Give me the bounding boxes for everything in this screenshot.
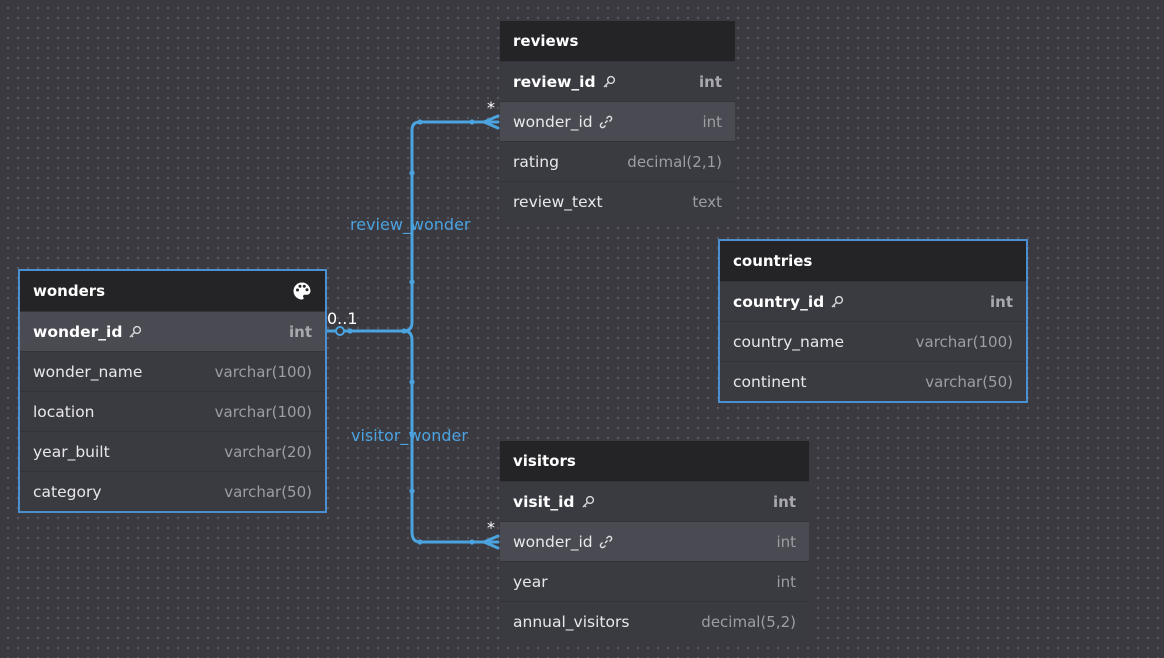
table-header[interactable]: countries: [720, 241, 1026, 281]
field-name: wonder_id: [33, 322, 123, 341]
key-icon: [603, 75, 615, 87]
field-name: country_id: [733, 292, 825, 311]
cardinality-zero-or-one: 0..1: [327, 309, 358, 328]
table-row[interactable]: wonder_id int: [500, 101, 735, 141]
field-name: wonder_name: [33, 362, 143, 381]
field-type: decimal(2,1): [627, 152, 722, 171]
table-reviews[interactable]: reviews review_id int wonder_id int rati…: [500, 21, 735, 221]
link-icon: [599, 115, 612, 128]
table-title: visitors: [513, 452, 576, 470]
field-name: wonder_id: [513, 112, 593, 131]
field-name: year: [513, 572, 548, 591]
palette-icon[interactable]: [292, 281, 312, 301]
link-icon: [599, 535, 612, 548]
field-type: int: [702, 112, 722, 131]
table-row[interactable]: rating decimal(2,1): [500, 141, 735, 181]
field-type: varchar(50): [224, 482, 312, 501]
field-name: country_name: [733, 332, 844, 351]
field-name: annual_visitors: [513, 612, 630, 631]
field-type: varchar(100): [214, 402, 312, 421]
table-row[interactable]: review_id int: [500, 61, 735, 101]
visitor-wonder-line: [402, 329, 500, 544]
key-icon: [582, 495, 594, 507]
table-row[interactable]: review_text text: [500, 181, 735, 221]
table-visitors[interactable]: visitors visit_id int wonder_id int year…: [500, 441, 809, 641]
table-title: countries: [733, 252, 813, 270]
table-row[interactable]: wonder_id int: [20, 311, 325, 351]
table-title: reviews: [513, 32, 579, 50]
review-many-end: [482, 114, 500, 130]
field-type: int: [699, 72, 722, 91]
field-type: varchar(50): [925, 372, 1013, 391]
field-name: review_id: [513, 72, 596, 91]
field-type: varchar(100): [214, 362, 312, 381]
zero-or-one-marker: [335, 326, 345, 336]
key-icon: [831, 295, 844, 307]
field-type: decimal(5,2): [701, 612, 796, 631]
table-row[interactable]: country_name varchar(100): [720, 321, 1026, 361]
field-name: wonder_id: [513, 532, 593, 551]
table-row[interactable]: wonder_id int: [500, 521, 809, 561]
table-row[interactable]: annual_visitors decimal(5,2): [500, 601, 809, 641]
table-row[interactable]: wonder_name varchar(100): [20, 351, 325, 391]
cardinality-many-visitors: *: [487, 518, 495, 537]
field-type: int: [990, 292, 1013, 311]
table-row[interactable]: year int: [500, 561, 809, 601]
field-name: rating: [513, 152, 559, 171]
field-type: int: [289, 322, 312, 341]
visitor-many-end: [482, 534, 500, 550]
table-header[interactable]: visitors: [500, 441, 809, 481]
field-type: text: [692, 192, 722, 211]
table-header[interactable]: reviews: [500, 21, 735, 61]
table-countries[interactable]: countries country_id int country_name va…: [718, 239, 1028, 403]
field-type: varchar(100): [915, 332, 1013, 351]
table-row[interactable]: category varchar(50): [20, 471, 325, 511]
field-name: year_built: [33, 442, 110, 461]
field-type: varchar(20): [224, 442, 312, 461]
field-type: int: [776, 532, 796, 551]
table-row[interactable]: country_id int: [720, 281, 1026, 321]
field-name: review_text: [513, 192, 603, 211]
table-wonders[interactable]: wonders wonder_id int wonder_name varcha…: [18, 269, 327, 513]
table-header[interactable]: wonders: [20, 271, 325, 311]
field-name: visit_id: [513, 492, 575, 511]
table-row[interactable]: location varchar(100): [20, 391, 325, 431]
field-name: category: [33, 482, 102, 501]
field-type: int: [773, 492, 796, 511]
table-row[interactable]: year_built varchar(20): [20, 431, 325, 471]
table-title: wonders: [33, 282, 106, 300]
table-row[interactable]: continent varchar(50): [720, 361, 1026, 401]
table-row[interactable]: visit_id int: [500, 481, 809, 521]
field-name: continent: [733, 372, 807, 391]
field-name: location: [33, 402, 95, 421]
cardinality-many-reviews: *: [487, 98, 495, 117]
relationship-label-review-wonder[interactable]: review_wonder: [350, 215, 471, 234]
key-icon: [129, 325, 142, 337]
relationship-label-visitor-wonder[interactable]: visitor_wonder: [351, 426, 468, 445]
field-type: int: [776, 572, 796, 591]
